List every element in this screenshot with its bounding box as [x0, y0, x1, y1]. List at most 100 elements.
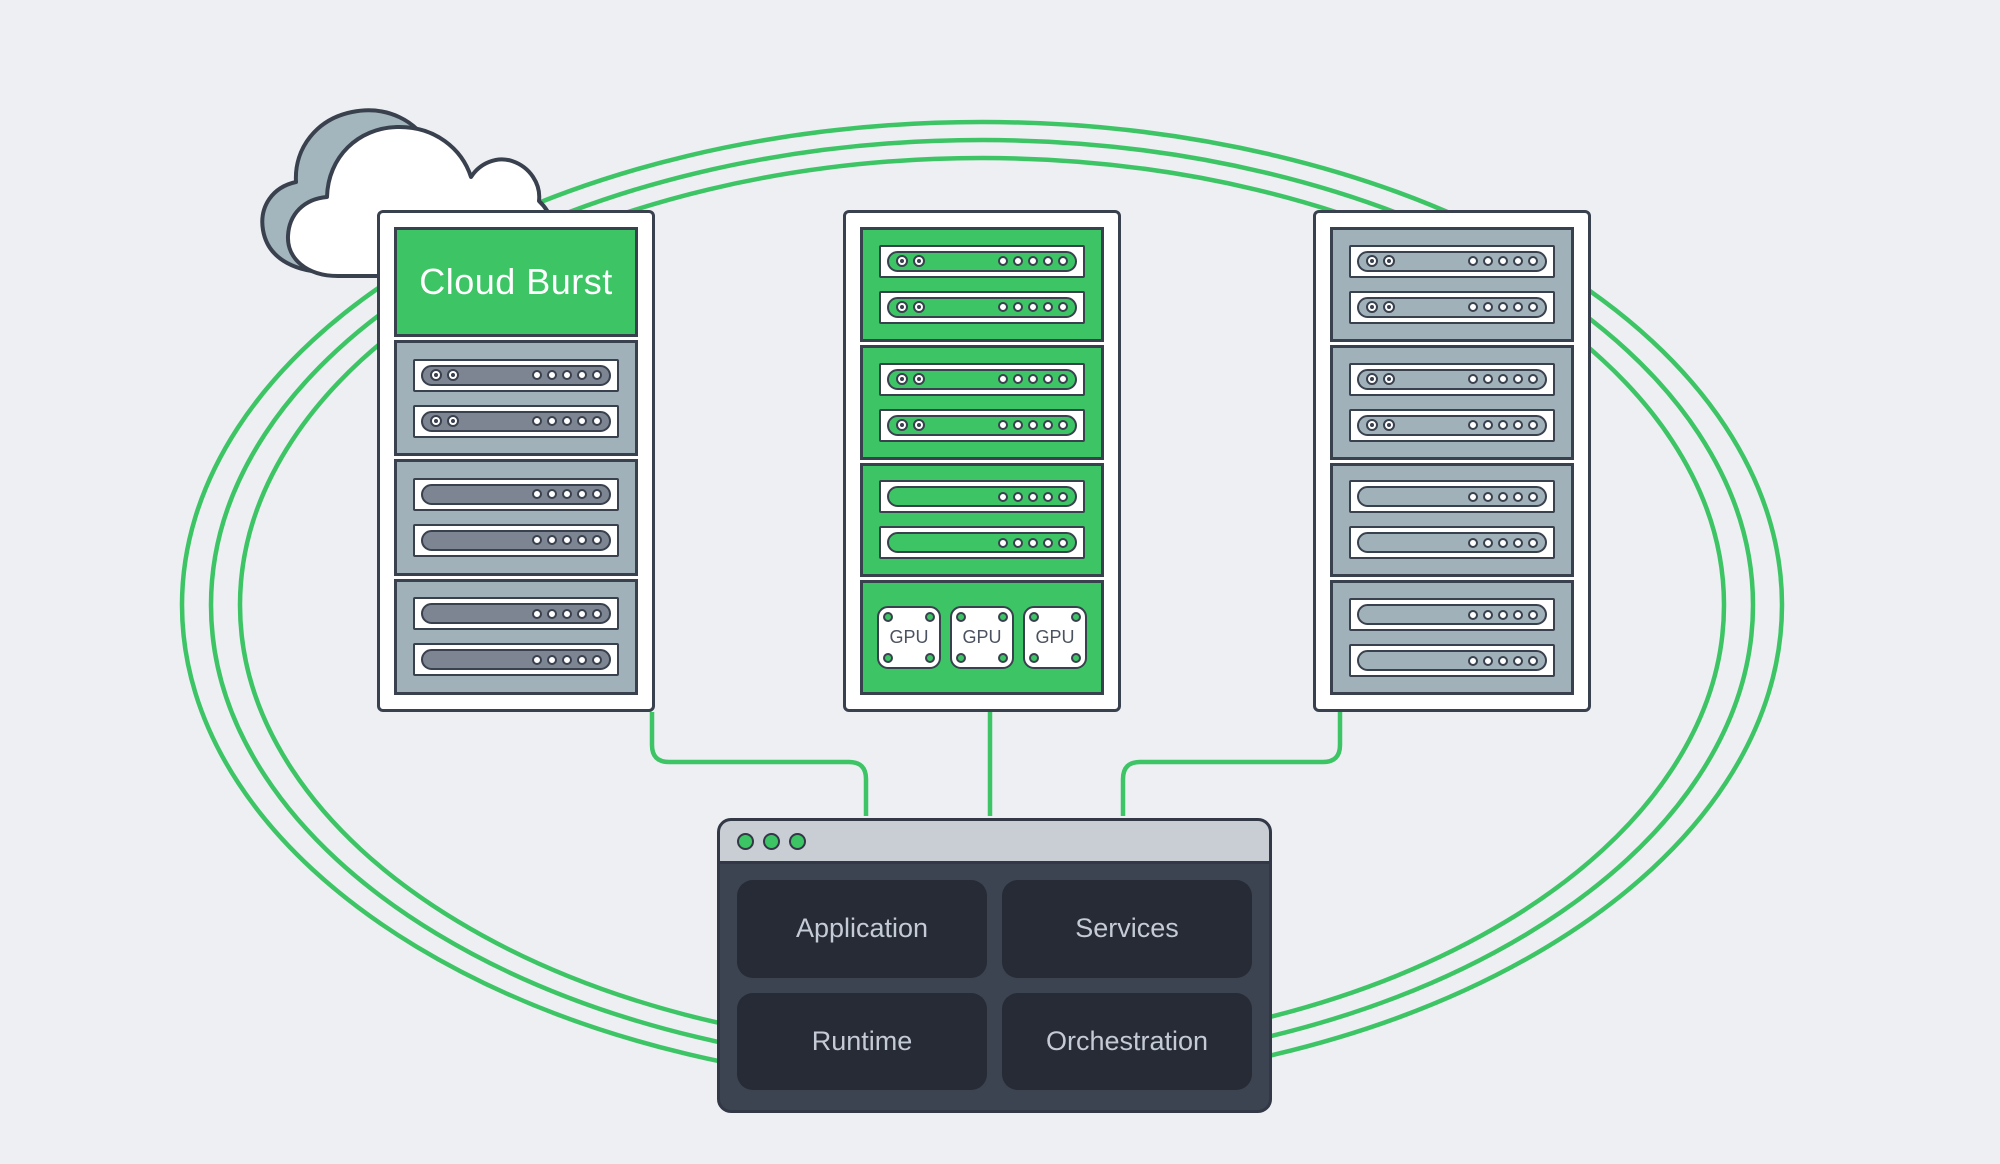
led-dot [1483, 302, 1493, 313]
traffic-light-2[interactable] [763, 832, 780, 850]
traffic-light-1[interactable] [737, 832, 754, 850]
traffic-light-3[interactable] [789, 832, 806, 850]
server-faceplate [421, 529, 611, 551]
tile-application[interactable]: Application [737, 880, 987, 978]
led-dots [998, 420, 1068, 431]
port-dot [447, 415, 459, 428]
gpu-section: GPU GPU GPU [860, 580, 1104, 695]
rack-cloud-burst-header: Cloud Burst [394, 227, 638, 337]
port-dots [1366, 255, 1395, 268]
server-faceplate [887, 368, 1077, 390]
led-dot [592, 370, 602, 381]
led-dot [532, 535, 542, 546]
led-dot [547, 370, 557, 381]
led-dot [577, 654, 587, 665]
port-dot [1383, 419, 1395, 432]
led-dot [577, 370, 587, 381]
led-dot [1028, 491, 1038, 502]
led-dots [1468, 491, 1538, 502]
server-faceplate [421, 483, 611, 505]
rack-section [1330, 462, 1574, 578]
led-dots [1468, 537, 1538, 548]
led-dot [998, 420, 1008, 431]
led-dots [532, 489, 602, 500]
server-faceplate [1357, 368, 1547, 390]
led-dot [1513, 491, 1523, 502]
server-faceplate [887, 532, 1077, 554]
window-body: Application Services Runtime Orchestrati… [720, 864, 1269, 1110]
led-dot [1513, 302, 1523, 313]
led-dot [592, 535, 602, 546]
server-unit [1349, 362, 1555, 396]
led-dot [532, 489, 542, 500]
tile-runtime[interactable]: Runtime [737, 992, 987, 1090]
led-dot [562, 654, 572, 665]
port-dot [896, 255, 908, 268]
led-dots [532, 535, 602, 546]
led-dots [532, 608, 602, 619]
led-dot [1043, 302, 1053, 313]
port-dot [430, 369, 442, 382]
server-faceplate [887, 486, 1077, 508]
port-dot [430, 415, 442, 428]
rack-section [1330, 344, 1574, 460]
port-dots [430, 369, 459, 382]
server-faceplate [421, 364, 611, 386]
connector-right-rack [1120, 712, 1343, 816]
led-dot [562, 535, 572, 546]
server-faceplate [887, 414, 1077, 436]
port-dots [896, 301, 925, 314]
led-dot [1468, 256, 1478, 267]
tile-services[interactable]: Services [1002, 880, 1252, 978]
server-faceplate [1357, 532, 1547, 554]
led-dot [532, 608, 542, 619]
led-dot [592, 416, 602, 427]
tile-orchestration[interactable]: Orchestration [1002, 992, 1252, 1090]
gpu-screw-dot [883, 653, 893, 664]
led-dots [1468, 374, 1538, 385]
server-faceplate [421, 410, 611, 432]
rack-section [860, 227, 1104, 342]
app-window: Application Services Runtime Orchestrati… [717, 818, 1272, 1113]
led-dot [1013, 537, 1023, 548]
rack-gpu-servers: GPU GPU GPU [843, 210, 1121, 712]
rack-section [394, 340, 638, 457]
led-dot [1498, 374, 1508, 385]
led-dots [1468, 420, 1538, 431]
server-faceplate [421, 649, 611, 671]
led-dots [532, 654, 602, 665]
server-faceplate [1357, 486, 1547, 508]
led-dot [562, 370, 572, 381]
rack-section [860, 462, 1104, 578]
port-dots [1366, 419, 1395, 432]
led-dot [1528, 374, 1538, 385]
server-unit [879, 408, 1085, 442]
led-dot [1468, 537, 1478, 548]
led-dot [1058, 374, 1068, 385]
server-faceplate [421, 603, 611, 625]
led-dot [1058, 491, 1068, 502]
led-dot [1468, 302, 1478, 313]
led-dot [1483, 609, 1493, 620]
server-unit [1349, 408, 1555, 442]
led-dot [1043, 420, 1053, 431]
port-dot [896, 301, 908, 314]
rack-section [1330, 580, 1574, 695]
led-dot [547, 608, 557, 619]
led-dots [1468, 302, 1538, 313]
port-dot [447, 369, 459, 382]
window-titlebar [720, 821, 1269, 864]
server-unit [1349, 480, 1555, 514]
led-dot [532, 370, 542, 381]
gpu-screw-dot [998, 653, 1008, 664]
led-dot [1483, 420, 1493, 431]
led-dot [1498, 491, 1508, 502]
led-dot [562, 489, 572, 500]
server-unit [879, 480, 1085, 514]
server-unit [413, 523, 619, 557]
led-dot [1513, 420, 1523, 431]
led-dot [998, 374, 1008, 385]
led-dot [1528, 537, 1538, 548]
rack-cloud-burst: Cloud Burst [377, 210, 655, 712]
led-dot [592, 654, 602, 665]
